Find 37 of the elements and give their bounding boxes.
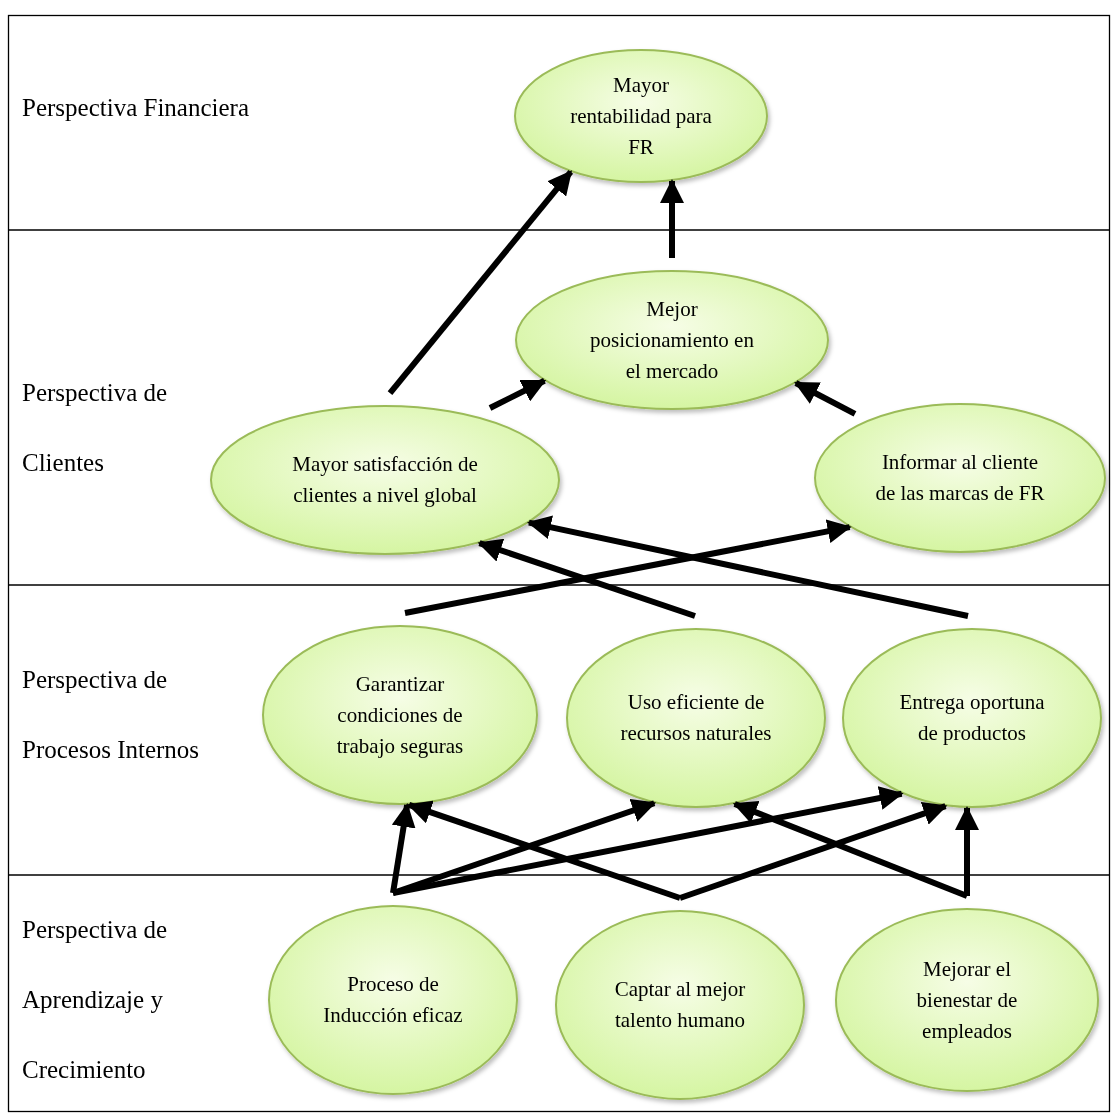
arrow bbox=[488, 378, 547, 411]
arrow bbox=[955, 805, 979, 896]
arrow bbox=[477, 538, 696, 619]
arrow bbox=[732, 800, 969, 899]
objective-ellipse bbox=[515, 270, 829, 410]
objective-ellipse bbox=[555, 910, 805, 1100]
objective-text: Informar al cliente de las marcas de FR bbox=[875, 449, 1045, 507]
arrow bbox=[392, 786, 904, 896]
perspective-label: Perspectiva Financiera bbox=[22, 93, 250, 123]
objective-ellipse bbox=[268, 905, 518, 1095]
objective-ellipse bbox=[835, 908, 1099, 1092]
arrow bbox=[794, 380, 857, 417]
objective-text: Captar al mejor talento humano bbox=[613, 976, 747, 1034]
perspective-label: Perspectiva de Procesos Internos bbox=[22, 665, 201, 765]
objective-text: Mejor posicionamiento en el mercado bbox=[589, 295, 755, 385]
arrow bbox=[679, 801, 948, 901]
perspective-label: Perspectiva de Aprendizaje y Crecimiento bbox=[22, 915, 169, 1085]
objective-text: Mayor rentabilidad para FR bbox=[569, 71, 713, 161]
arrow bbox=[404, 519, 852, 616]
objective-ellipse bbox=[814, 403, 1106, 553]
objective-text: Entrega oportuna de productos bbox=[898, 689, 1046, 747]
objective-text: Uso eficiente de recursos naturales bbox=[619, 689, 773, 747]
objective-text: Mejorar el bienestar de empleados bbox=[915, 955, 1019, 1045]
arrow bbox=[527, 515, 969, 619]
objective-text: Mayor satisfacción de clientes a nivel global bbox=[291, 451, 479, 509]
objective-text: Proceso de Inducción eficaz bbox=[322, 971, 464, 1029]
arrow bbox=[390, 802, 416, 894]
objective-text: Garantizar condiciones de trabajo seguras bbox=[335, 670, 465, 760]
objective-ellipse bbox=[842, 628, 1102, 808]
arrow bbox=[387, 169, 574, 395]
objective-ellipse bbox=[262, 625, 538, 805]
perspective-label: Perspectiva de Clientes bbox=[22, 378, 169, 478]
objective-ellipse bbox=[566, 628, 826, 808]
arrow bbox=[660, 178, 684, 258]
objective-ellipse bbox=[514, 49, 768, 183]
objective-ellipse bbox=[210, 405, 560, 555]
arrow bbox=[407, 800, 681, 901]
